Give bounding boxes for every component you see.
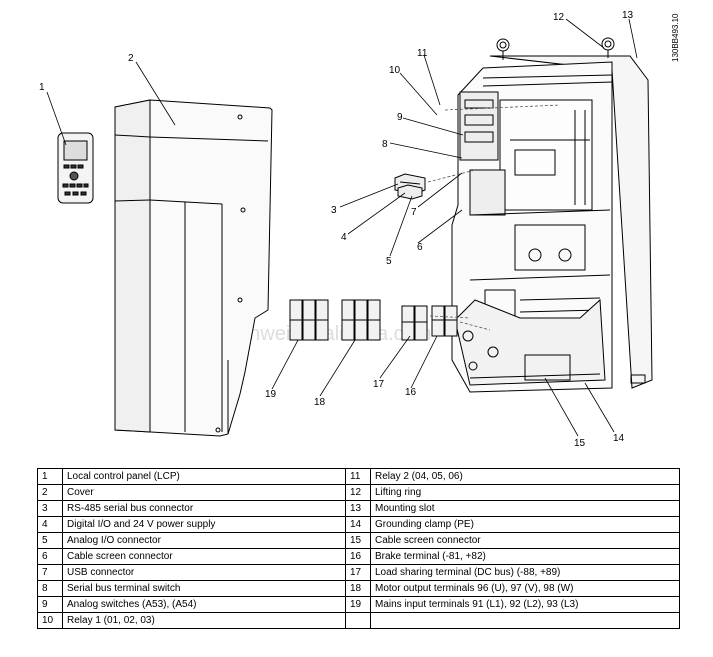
- legend-number: 17: [345, 564, 371, 581]
- legend-number: 2: [37, 484, 63, 501]
- legend-text: Lifting ring: [370, 484, 680, 501]
- leader-lines: [46, 18, 638, 437]
- callout-4: 4: [341, 232, 347, 243]
- legend-text: Digital I/O and 24 V power supply: [62, 516, 346, 533]
- callout-8: 8: [382, 139, 388, 150]
- legend-text: [370, 612, 680, 629]
- legend-row: 4 Digital I/O and 24 V power supply 14 G…: [37, 516, 680, 533]
- legend-text: Relay 1 (01, 02, 03): [62, 612, 346, 629]
- legend-text: Analog switches (A53), (A54): [62, 596, 346, 613]
- callout-14: 14: [613, 433, 625, 444]
- callout-7: 7: [411, 207, 417, 218]
- callout-18: 18: [314, 397, 326, 408]
- legend-number: 8: [37, 580, 63, 597]
- motor-terminal-block: [341, 299, 381, 341]
- cover: [114, 99, 273, 437]
- legend-text: Cable screen connector: [62, 548, 346, 565]
- legend-number: 18: [345, 580, 371, 597]
- callout-13: 13: [622, 10, 634, 21]
- lcp-panel: [57, 132, 94, 204]
- brake-terminal-block: [431, 305, 458, 337]
- legend-row: 10 Relay 1 (01, 02, 03): [37, 612, 680, 629]
- legend-number: 15: [345, 532, 371, 549]
- doc-number: 130BB493.10: [671, 13, 680, 62]
- legend-text: Mounting slot: [370, 500, 680, 517]
- legend-row: 7 USB connector 17 Load sharing terminal…: [37, 564, 680, 581]
- legend-row: 5 Analog I/O connector 15 Cable screen c…: [37, 532, 680, 549]
- legend-row: 8 Serial bus terminal switch 18 Motor ou…: [37, 580, 680, 597]
- legend-row: 1 Local control panel (LCP) 11 Relay 2 (…: [37, 468, 680, 485]
- legend-text: RS-485 serial bus connector: [62, 500, 346, 517]
- legend-row: 3 RS-485 serial bus connector 13 Mountin…: [37, 500, 680, 517]
- callout-2: 2: [128, 53, 134, 64]
- legend-row: 2 Cover 12 Lifting ring: [37, 484, 680, 501]
- legend-number: [345, 612, 371, 629]
- exploded-view-diagram: 130BB493.10 cenwei.en.alibaba.com: [39, 10, 680, 449]
- legend-number: 13: [345, 500, 371, 517]
- drive-chassis: [451, 37, 653, 393]
- mains-terminal-block: [289, 299, 329, 341]
- callout-6: 6: [417, 242, 423, 253]
- callout-5: 5: [386, 256, 392, 267]
- watermark: cenwei.en.alibaba.com: [228, 323, 431, 345]
- callout-10: 10: [389, 65, 401, 76]
- callout-15: 15: [574, 438, 586, 449]
- callout-3: 3: [331, 205, 337, 216]
- load-sharing-terminal-block: [401, 305, 428, 341]
- legend-row: 9 Analog switches (A53), (A54) 19 Mains …: [37, 596, 680, 613]
- legend-table: 1 Local control panel (LCP) 11 Relay 2 (…: [37, 468, 680, 629]
- legend-number: 1: [37, 468, 63, 485]
- legend-text: Brake terminal (-81, +82): [370, 548, 680, 565]
- legend-text: Serial bus terminal switch: [62, 580, 346, 597]
- legend-number: 10: [37, 612, 63, 629]
- callout-1: 1: [39, 82, 45, 93]
- legend-text: Load sharing terminal (DC bus) (-88, +89…: [370, 564, 680, 581]
- legend-number: 19: [345, 596, 371, 613]
- legend-text: Motor output terminals 96 (U), 97 (V), 9…: [370, 580, 680, 597]
- legend-text: Analog I/O connector: [62, 532, 346, 549]
- callout-9: 9: [397, 112, 403, 123]
- legend-text: Relay 2 (04, 05, 06): [370, 468, 680, 485]
- callout-19: 19: [265, 389, 277, 400]
- legend-number: 11: [345, 468, 371, 485]
- legend-number: 6: [37, 548, 63, 565]
- legend-text: Grounding clamp (PE): [370, 516, 680, 533]
- legend-number: 9: [37, 596, 63, 613]
- callout-16: 16: [405, 387, 417, 398]
- legend-text: Cover: [62, 484, 346, 501]
- legend-number: 7: [37, 564, 63, 581]
- legend-number: 14: [345, 516, 371, 533]
- legend-number: 4: [37, 516, 63, 533]
- callout-12: 12: [553, 12, 565, 23]
- legend-number: 3: [37, 500, 63, 517]
- legend-text: Cable screen connector: [370, 532, 680, 549]
- legend-number: 16: [345, 548, 371, 565]
- callout-11: 11: [417, 48, 428, 59]
- legend-text: Mains input terminals 91 (L1), 92 (L2), …: [370, 596, 680, 613]
- control-connectors: [394, 173, 426, 200]
- legend-number: 5: [37, 532, 63, 549]
- callout-17: 17: [373, 379, 385, 390]
- legend-row: 6 Cable screen connector 16 Brake termin…: [37, 548, 680, 565]
- legend-text: Local control panel (LCP): [62, 468, 346, 485]
- legend-text: USB connector: [62, 564, 346, 581]
- legend-number: 12: [345, 484, 371, 501]
